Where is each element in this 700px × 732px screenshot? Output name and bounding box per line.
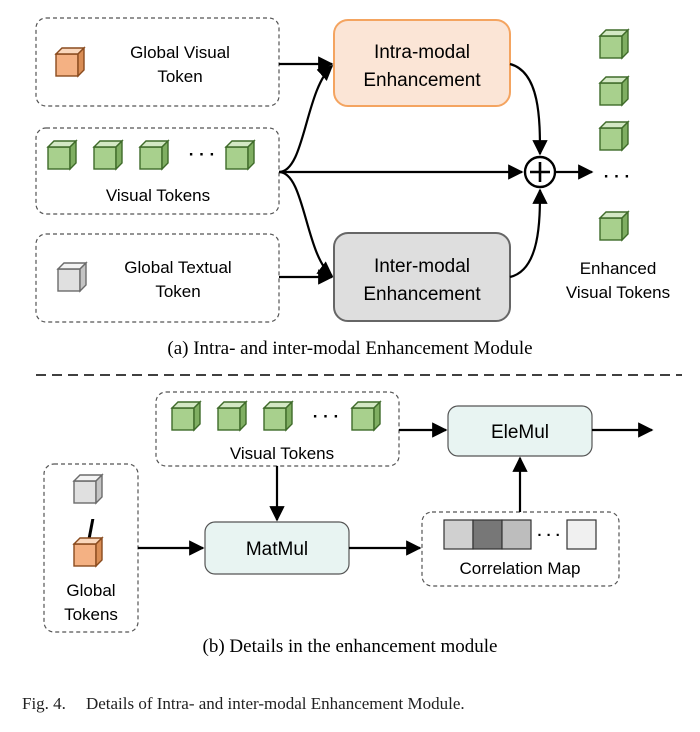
orange-token-icon bbox=[73, 537, 103, 567]
green-token-icon bbox=[263, 401, 293, 431]
green-token-icon bbox=[47, 140, 77, 170]
inter-modal-label-1: Inter-modal bbox=[374, 256, 470, 277]
figure-caption: Fig. 4. Details of Intra- and inter-modal… bbox=[22, 694, 465, 714]
intra-modal-label-1: Intra-modal bbox=[374, 42, 470, 63]
ellipsis: · · · bbox=[189, 145, 215, 164]
figure-number: Fig. 4. bbox=[22, 694, 66, 713]
visual-tokens-box bbox=[35, 127, 280, 215]
figure-canvas: Global Visual Token · · · Visual Tokens … bbox=[35, 17, 682, 657]
matmul-label: MatMul bbox=[246, 539, 308, 560]
enhanced-token-icon bbox=[599, 121, 629, 151]
global-visual-token-label-1: Global Visual bbox=[130, 43, 230, 62]
inter-modal-label-2: Enhancement bbox=[363, 284, 481, 305]
gray-token-icon bbox=[57, 262, 87, 292]
correlation-ellipsis: · · · bbox=[537, 527, 560, 544]
elemul-label: EleMul bbox=[491, 422, 549, 443]
caption-a: (a) Intra- and inter-modal Enhancement M… bbox=[167, 338, 532, 359]
global-tokens-label-1: Global bbox=[66, 581, 115, 600]
green-token-icon bbox=[351, 401, 381, 431]
arrows-b bbox=[138, 422, 654, 556]
enhanced-ellipsis: · · · bbox=[604, 167, 630, 186]
orange-token-icon bbox=[55, 47, 85, 77]
enhanced-token-icon bbox=[599, 211, 629, 241]
inter-modal-box bbox=[333, 232, 511, 322]
caption-b: (b) Details in the enhancement module bbox=[203, 636, 498, 657]
enhanced-label-2: Visual Tokens bbox=[566, 283, 670, 302]
global-visual-token-label-2: Token bbox=[157, 67, 202, 86]
enhanced-token-icon bbox=[599, 76, 629, 106]
figure-caption-text: Details of Intra- and inter-modal Enhanc… bbox=[85, 694, 465, 713]
ellipsis-b: · · · bbox=[313, 407, 339, 426]
global-textual-token-label-1: Global Textual bbox=[124, 258, 231, 277]
slash: / bbox=[87, 514, 94, 544]
correlation-map-label: Correlation Map bbox=[460, 559, 581, 578]
green-token-icon bbox=[93, 140, 123, 170]
add-operator-icon bbox=[523, 155, 557, 189]
visual-tokens-label: Visual Tokens bbox=[106, 186, 210, 205]
global-tokens-label-2: Tokens bbox=[64, 605, 118, 624]
arrows-a bbox=[278, 56, 594, 285]
green-token-icon bbox=[139, 140, 169, 170]
green-token-icon bbox=[171, 401, 201, 431]
green-token-icon bbox=[225, 140, 255, 170]
correlation-map-cells bbox=[443, 519, 597, 550]
enhanced-label-1: Enhanced bbox=[580, 259, 657, 278]
gray-token-icon bbox=[73, 474, 103, 504]
global-textual-token-label-2: Token bbox=[155, 282, 200, 301]
enhanced-token-icon bbox=[599, 29, 629, 59]
green-token-icon bbox=[217, 401, 247, 431]
correlation-map-box bbox=[421, 511, 620, 587]
visual-tokens-label-b: Visual Tokens bbox=[230, 444, 334, 463]
intra-modal-label-2: Enhancement bbox=[363, 70, 481, 91]
intra-modal-box bbox=[333, 19, 511, 107]
